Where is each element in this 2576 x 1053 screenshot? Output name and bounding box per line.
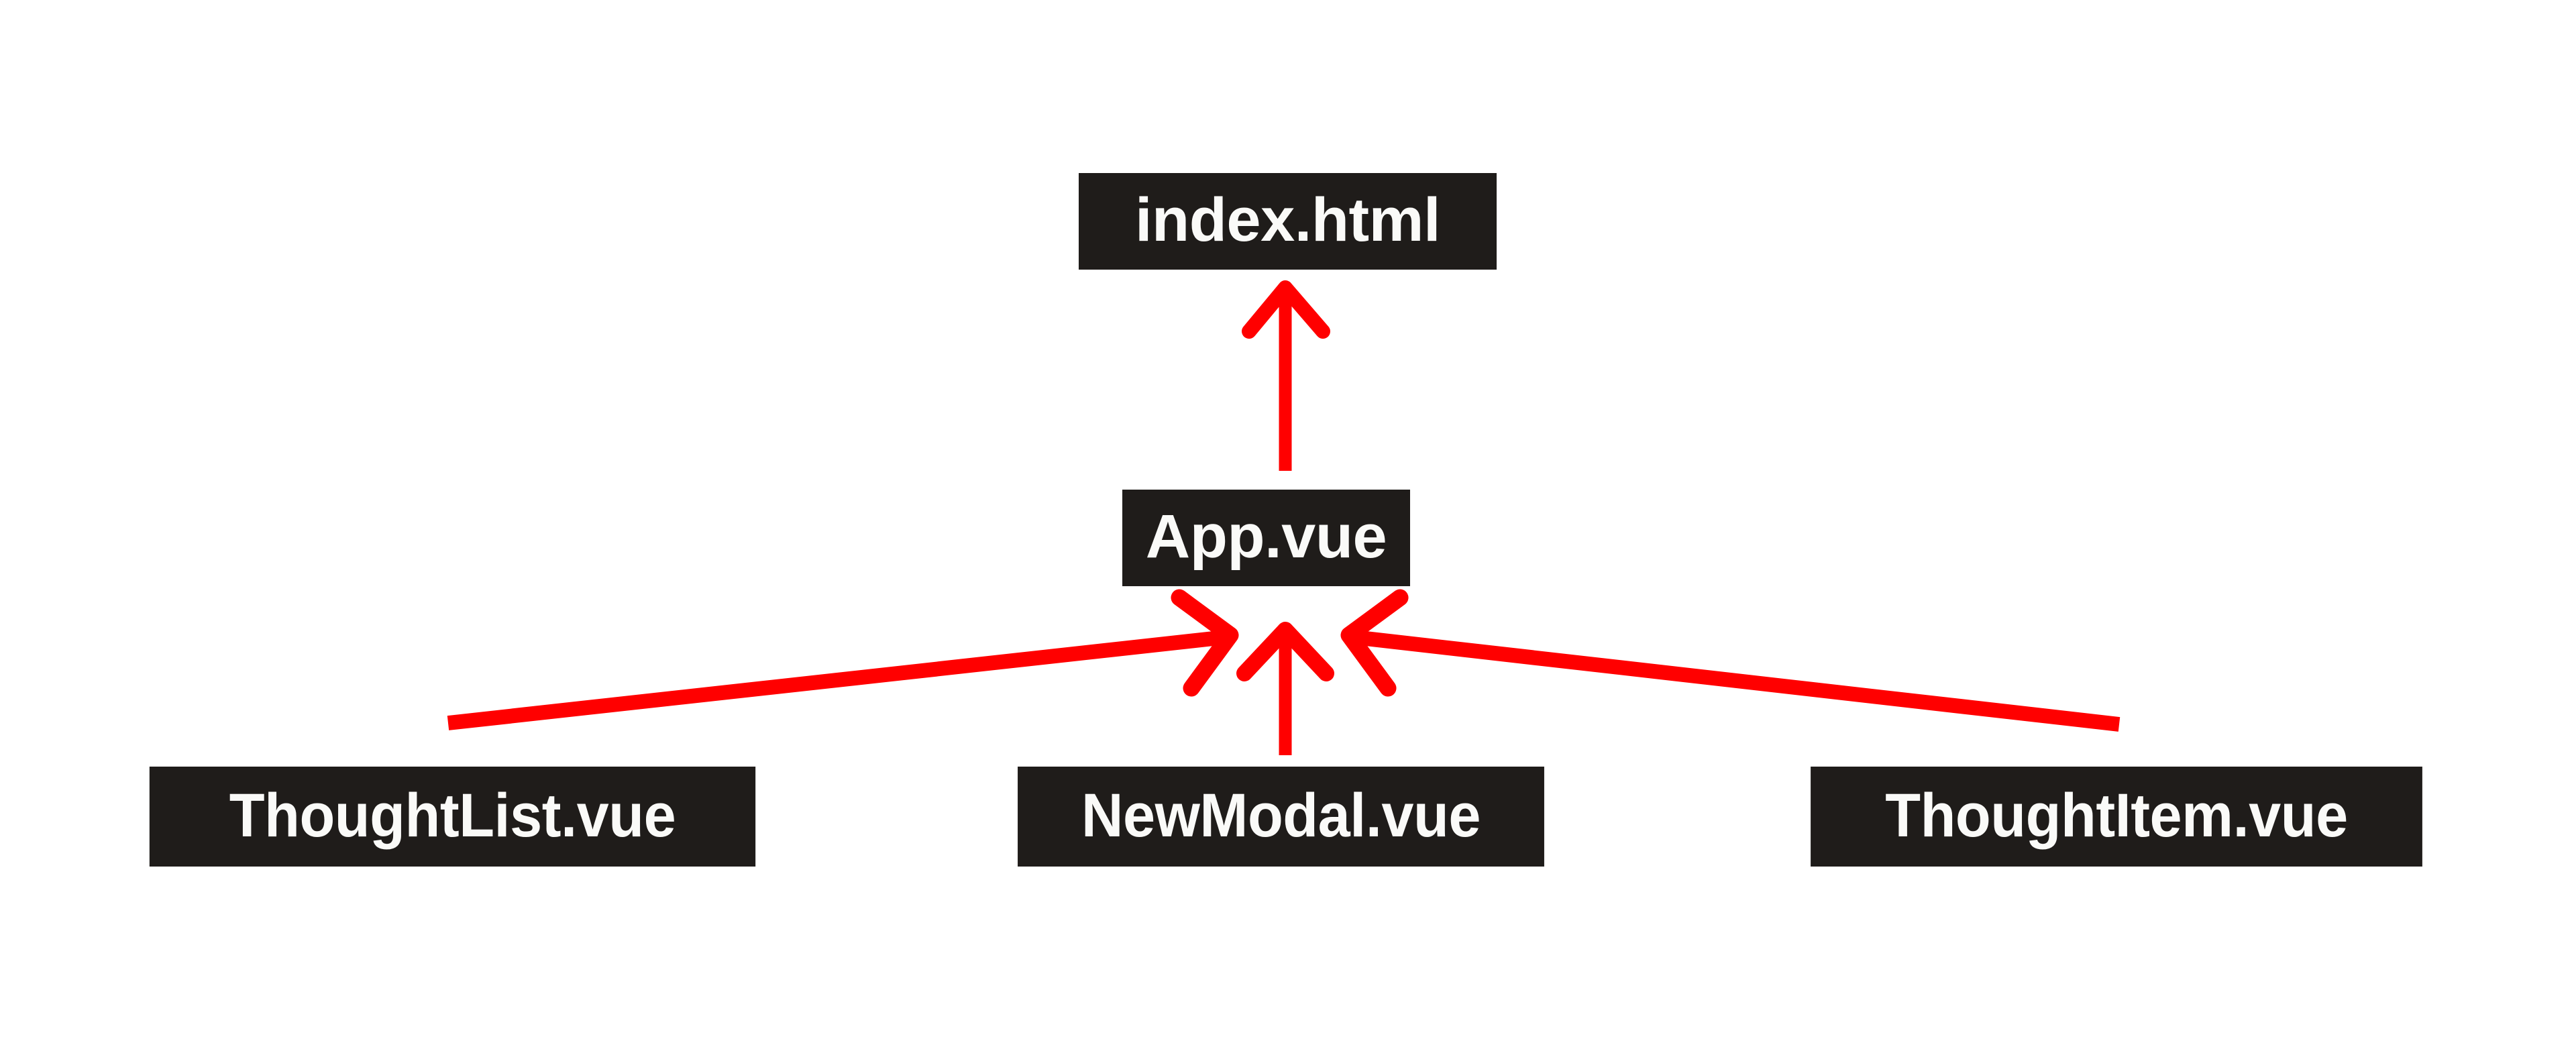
node-index-html-label: index.html: [1134, 186, 1441, 254]
edge-thoughtlist-to-app-line: [447, 630, 1221, 730]
node-thoughtlist-vue-label: ThoughtList.vue: [229, 781, 676, 850]
node-newmodal-vue-label: NewModal.vue: [1081, 781, 1481, 850]
edge-newmodal-to-app-arrowhead: [1236, 622, 1334, 681]
edge-thoughtitem-to-app-arrowhead: [1340, 589, 1409, 697]
node-index-html[interactable]: index.html: [1079, 173, 1497, 270]
edge-app-to-index: [1242, 280, 1330, 471]
node-thoughtitem-vue-label: ThoughtItem.vue: [1885, 781, 2348, 850]
edge-app-to-index-arrowhead: [1242, 280, 1330, 339]
edge-thoughtlist-to-app-arrowhead: [1171, 589, 1239, 697]
node-thoughtlist-vue[interactable]: ThoughtList.vue: [149, 767, 756, 867]
node-app-vue-label: App.vue: [1145, 502, 1387, 571]
edge-thoughtitem-to-app: [1340, 589, 2121, 732]
edge-thoughtitem-to-app-line: [1358, 630, 2121, 732]
node-thoughtitem-vue[interactable]: ThoughtItem.vue: [1811, 767, 2422, 867]
node-app-vue[interactable]: App.vue: [1122, 490, 1410, 586]
edge-thoughtlist-to-app: [447, 589, 1239, 730]
edge-newmodal-to-app: [1236, 622, 1334, 755]
node-newmodal-vue[interactable]: NewModal.vue: [1018, 767, 1544, 867]
